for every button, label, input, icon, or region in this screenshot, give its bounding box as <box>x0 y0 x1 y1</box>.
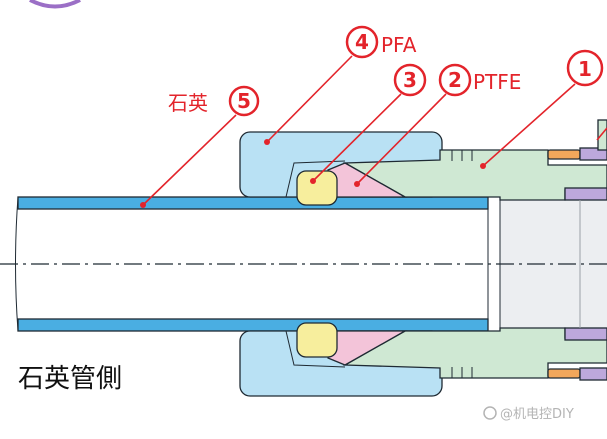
nut-inner-edge-bottom <box>285 330 346 368</box>
leader-3 <box>312 93 402 182</box>
leader-2-dot <box>354 181 360 187</box>
leader-partial-right <box>596 127 607 141</box>
leader-2 <box>356 93 447 185</box>
callout-4-circle <box>345 25 379 59</box>
quartz-tube-wall-top <box>17 196 489 210</box>
purple-seal-top <box>564 187 607 201</box>
quartz-tube-wall-bottom <box>17 318 489 332</box>
ferrule-3-top <box>296 170 338 206</box>
leader-4-dot <box>264 139 270 145</box>
callout-2-number: 2 <box>448 68 462 92</box>
callout-1: 1 <box>566 49 604 87</box>
purple-arc-fragment <box>29 0 81 9</box>
orange-part-top <box>547 149 581 160</box>
side-label: 石英管側 <box>18 364 122 394</box>
callout-4-number: 4 <box>355 30 369 54</box>
callout-3: 3 <box>393 63 427 97</box>
callout-4-text: PFA <box>381 33 417 57</box>
body-thread-lines-bottom <box>451 367 473 378</box>
callout-3-circle <box>393 63 427 97</box>
leader-1-dot <box>480 163 486 169</box>
leader-1 <box>482 83 576 167</box>
leader-5 <box>142 114 237 206</box>
orange-part-bottom <box>547 368 581 379</box>
leader-5-dot <box>140 202 146 208</box>
right-edge-part-top <box>597 119 607 151</box>
leader-3-dot <box>310 178 316 184</box>
callout-5-circle <box>228 85 260 117</box>
nut-inner-edge-top <box>285 160 346 198</box>
callout-1-circle <box>566 49 604 87</box>
ferrule-3-bottom <box>296 322 338 358</box>
callout-2-text: PTFE <box>473 70 521 94</box>
callout-5-number: 5 <box>237 89 251 113</box>
leader-lines <box>140 55 607 208</box>
callout-5-text: 石英 <box>168 91 208 115</box>
bottom-half <box>17 318 607 397</box>
callout-3-number: 3 <box>403 68 417 92</box>
fitting-body-top <box>342 149 607 201</box>
purple-part-top <box>579 147 607 161</box>
purple-seal-bottom <box>564 327 607 341</box>
purple-part-bottom <box>579 367 607 381</box>
callout-4: 4 PFA <box>345 25 417 59</box>
callout-2: 2 PTFE <box>438 63 521 97</box>
fitting-body-bottom <box>342 327 607 379</box>
body-thread-lines-top <box>451 150 473 161</box>
callout-1-number: 1 <box>578 57 592 81</box>
callout-2-circle <box>438 63 472 97</box>
watermark-logo-icon <box>483 406 497 420</box>
watermark: @机电控DIY <box>483 406 574 422</box>
callout-5: 石英 5 <box>168 85 260 117</box>
leader-4 <box>266 55 353 143</box>
watermark-text: @机电控DIY <box>500 407 574 422</box>
